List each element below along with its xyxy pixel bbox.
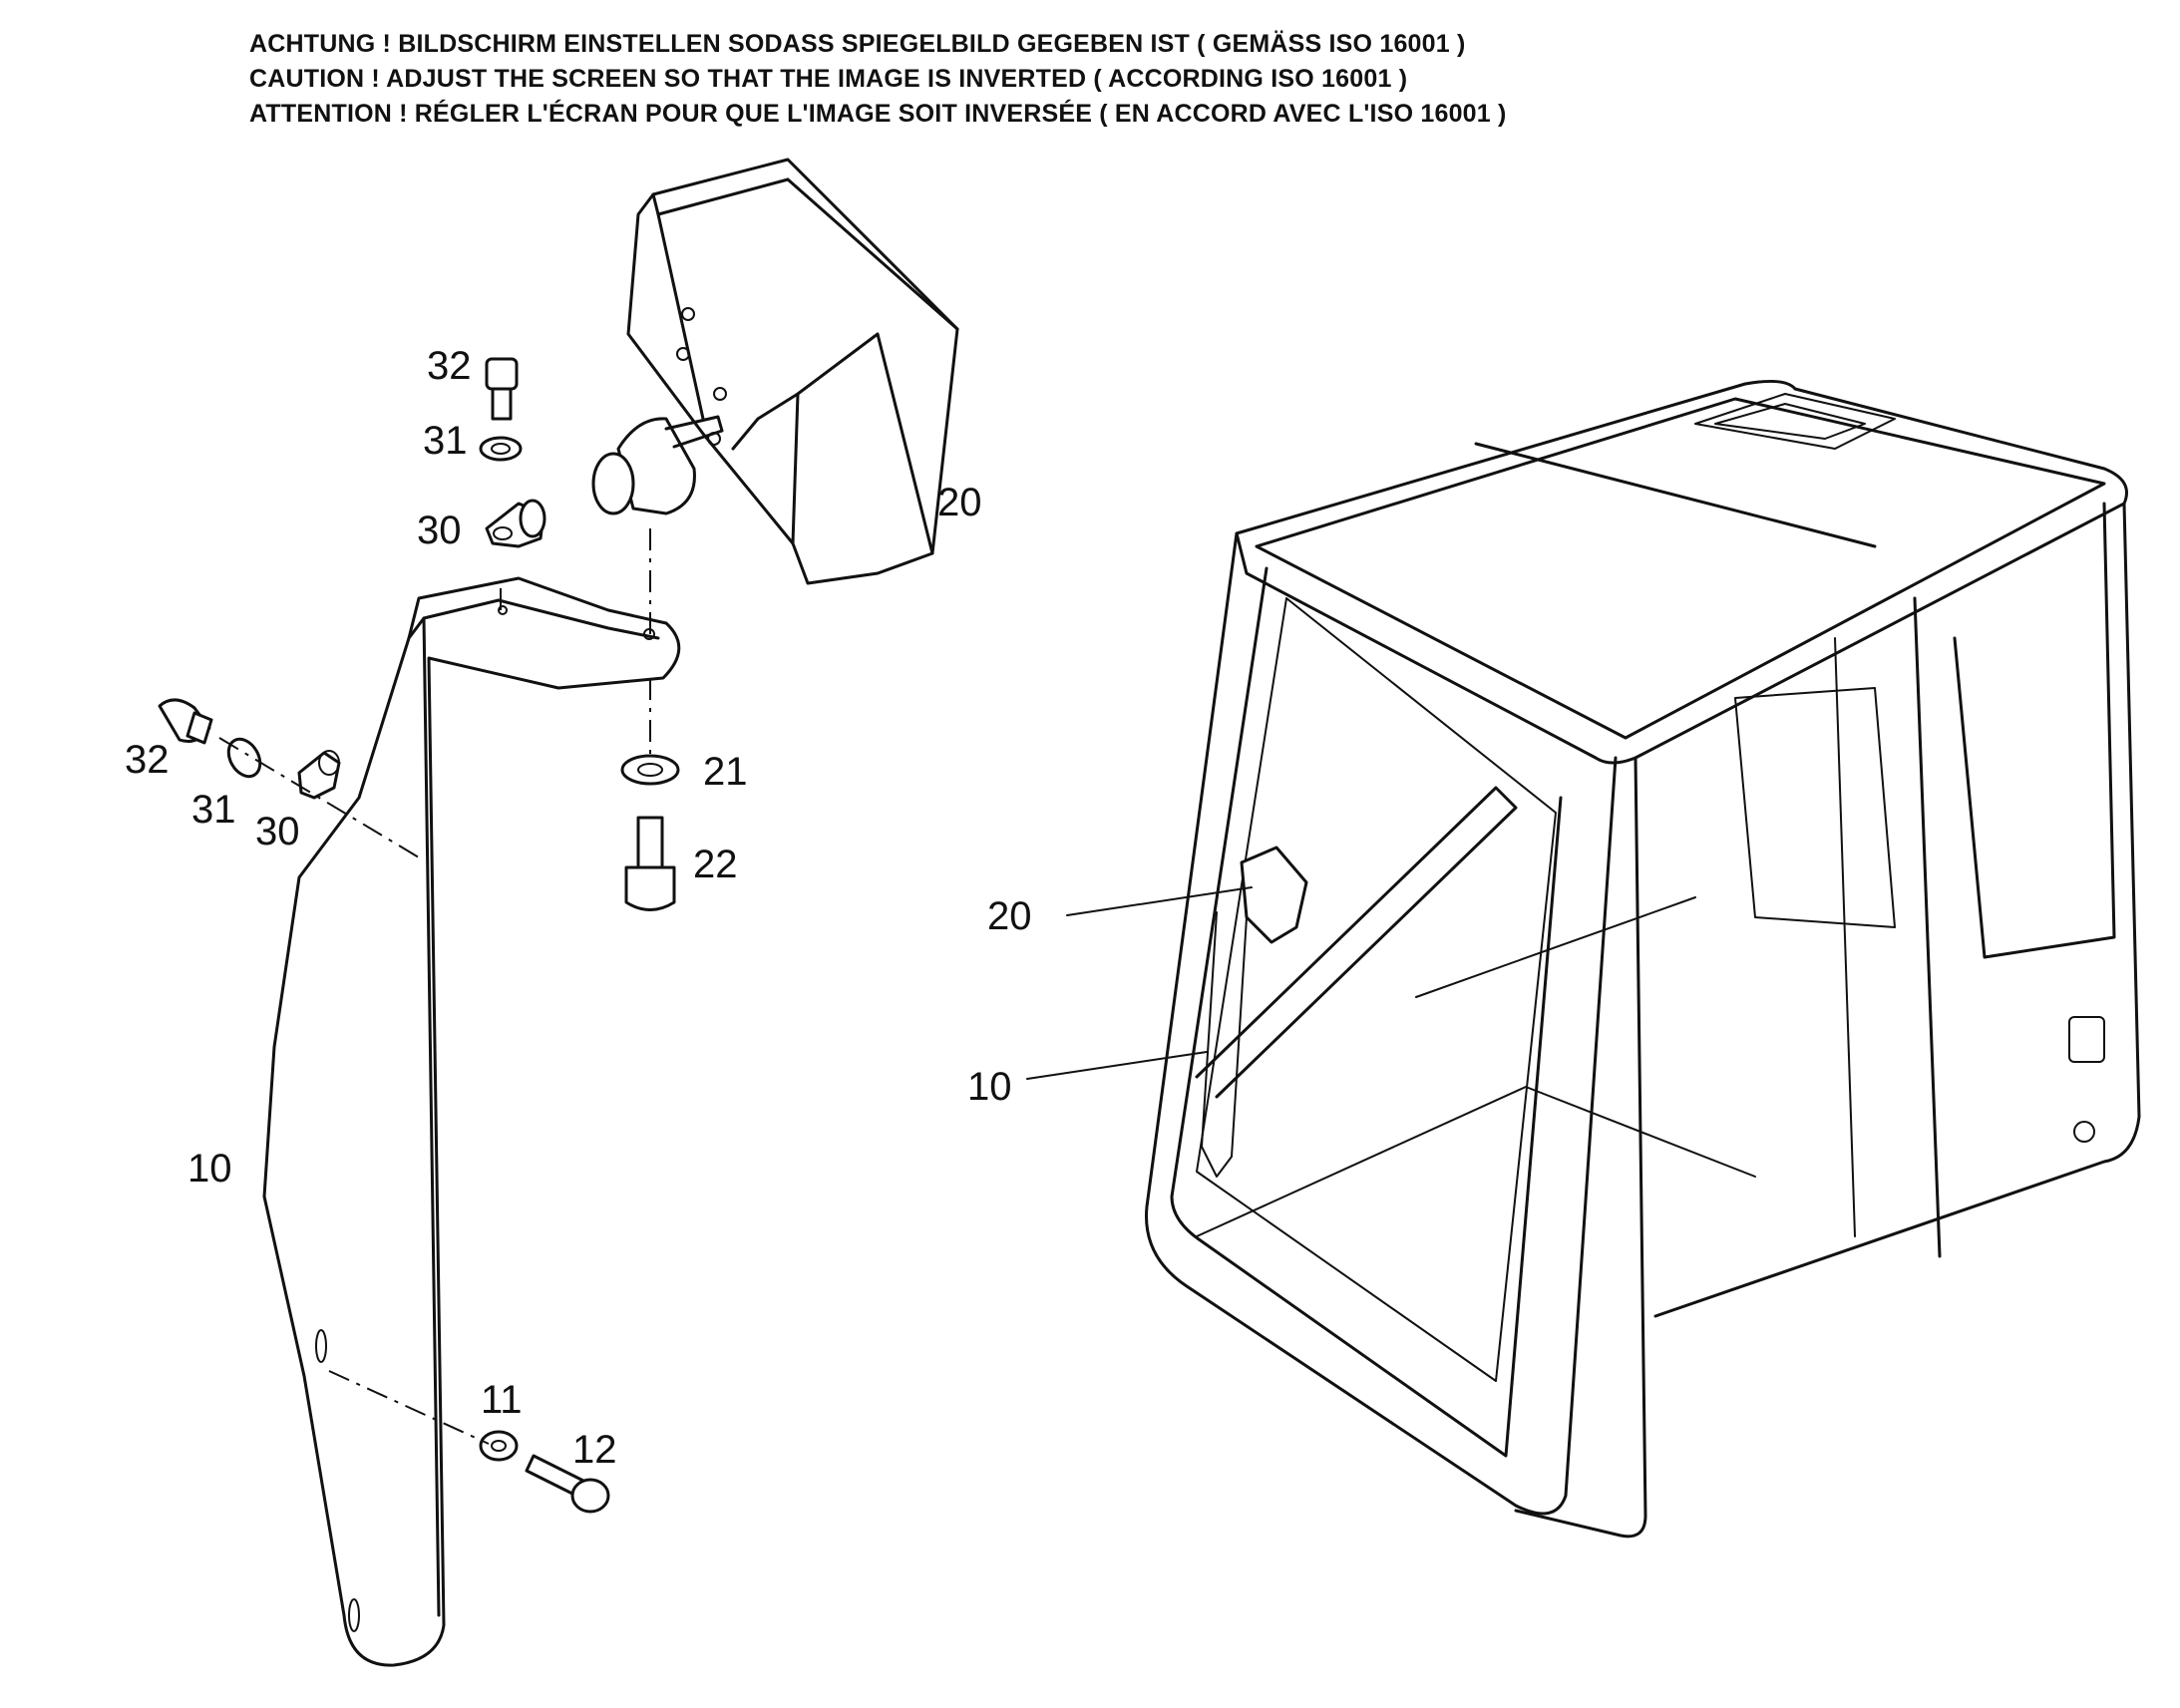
operator-cab-drawing (1145, 379, 2141, 1538)
part-label-31-top: 31 (423, 419, 468, 463)
washer-part-side (226, 737, 262, 779)
part-label-21: 21 (703, 750, 748, 794)
leader-line-10 (1026, 1051, 1208, 1080)
cab-part-label-20: 20 (987, 894, 1032, 938)
caution-text-fr: ATTENTION ! RÉGLER L'ÉCRAN POUR QUE L'IM… (249, 100, 1507, 128)
part-label-32-top: 32 (427, 344, 472, 388)
part-label-30-top: 30 (417, 509, 462, 552)
part-label-12: 12 (572, 1428, 617, 1472)
ball-joint-mount (591, 415, 724, 515)
washer-part-11 (479, 1430, 519, 1462)
bolt-part-top (485, 357, 519, 421)
bolt-part-12 (525, 1454, 610, 1514)
clamp-part-top (485, 499, 546, 548)
mounting-bracket-part (262, 576, 681, 1667)
part-label-10: 10 (187, 1147, 232, 1191)
leader-line-20 (1066, 886, 1253, 916)
cab-part-label-10: 10 (967, 1065, 1012, 1109)
part-label-22: 22 (693, 843, 738, 886)
part-label-20: 20 (937, 481, 982, 524)
washer-part-21 (620, 754, 680, 786)
bolt-part-side (158, 698, 213, 745)
centerline (218, 737, 420, 858)
caution-text-en: CAUTION ! ADJUST THE SCREEN SO THAT THE … (249, 65, 1408, 93)
clamp-part-side (297, 750, 341, 800)
monitor-screen-part (626, 158, 959, 585)
centerline (328, 1370, 490, 1445)
part-label-11: 11 (481, 1378, 523, 1422)
caution-text-de: ACHTUNG ! BILDSCHIRM EINSTELLEN SODASS S… (249, 30, 1466, 58)
part-label-32-side: 32 (125, 738, 170, 782)
part-label-31-side: 31 (191, 788, 236, 832)
bolt-part-22 (624, 816, 676, 911)
part-label-30-side: 30 (255, 810, 300, 854)
washer-part-top (479, 436, 523, 462)
